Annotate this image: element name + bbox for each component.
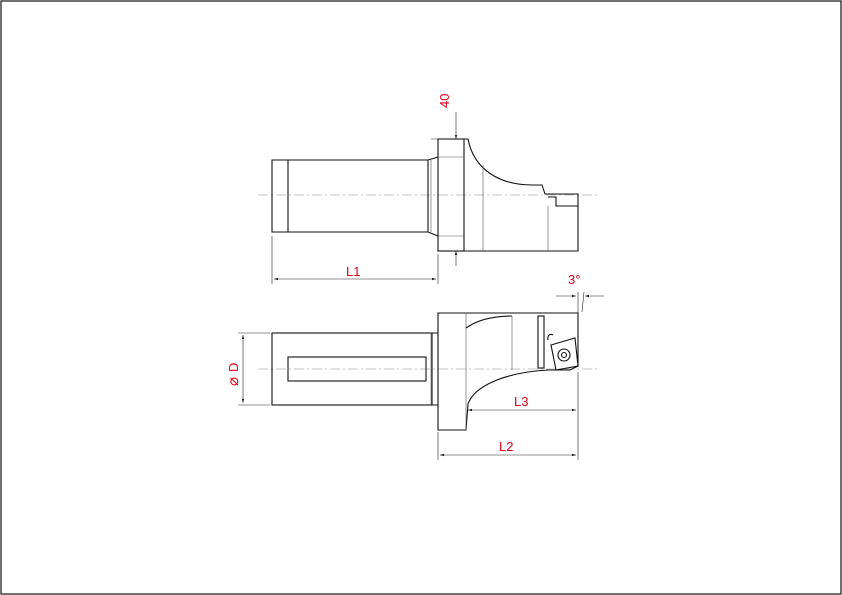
bottom-head (437, 312, 579, 431)
dim-l2-label: L2 (499, 439, 513, 454)
dim-angle-label: 3° (568, 272, 580, 287)
top-head (464, 138, 579, 252)
insert-screw-icon (557, 348, 571, 362)
dim-height-label: 40 (437, 94, 452, 108)
cutting-insert (550, 337, 579, 371)
dim-l3-label: L3 (514, 394, 528, 409)
dim-diameter-symbol: ⌀ (225, 377, 242, 386)
dim-diameter-label: D (226, 363, 241, 372)
dim-l1-label: L1 (346, 264, 360, 279)
bottom-shank (271, 332, 433, 406)
keyway-slot (287, 356, 427, 382)
bottom-view: 3° ⌀ D L3 L2 (225, 272, 604, 460)
top-view: 40 L1 (258, 94, 600, 284)
